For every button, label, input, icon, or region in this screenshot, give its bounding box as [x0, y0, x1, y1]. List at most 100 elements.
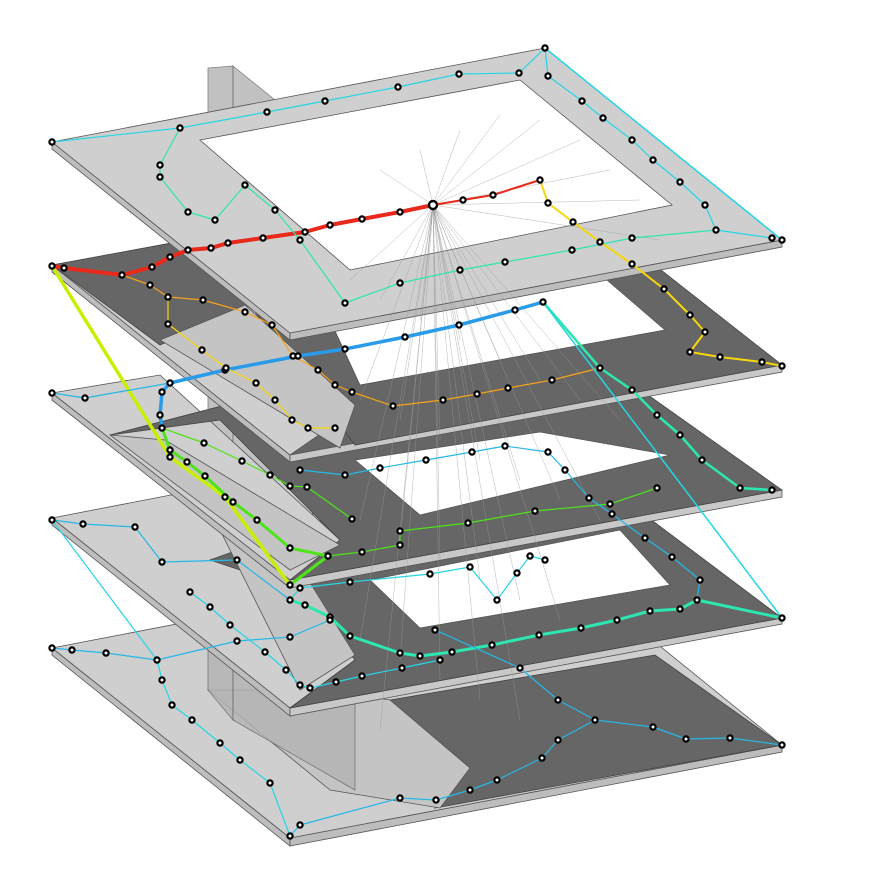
path-node — [579, 98, 584, 103]
path-node — [302, 602, 307, 607]
path-node — [154, 657, 159, 662]
path-node — [207, 604, 212, 609]
source-node — [429, 201, 437, 209]
path-node — [169, 702, 174, 707]
path-node — [297, 467, 302, 472]
path-node — [397, 528, 402, 533]
path-node — [600, 115, 605, 120]
path-node — [242, 309, 247, 314]
path-node — [437, 657, 442, 662]
path-node — [103, 650, 108, 655]
path-node — [287, 545, 292, 550]
path-node — [260, 235, 265, 240]
path-node — [490, 192, 495, 197]
path-node — [253, 380, 258, 385]
path-node — [467, 787, 472, 792]
path-node — [417, 653, 422, 658]
path-node — [80, 521, 85, 526]
path-node — [390, 403, 395, 408]
path-node — [702, 202, 707, 207]
path-node — [359, 216, 364, 221]
path-node — [297, 585, 302, 590]
path-node — [315, 367, 320, 372]
path-node — [549, 377, 554, 382]
path-node — [147, 282, 152, 287]
path-node — [677, 606, 682, 611]
path-node — [349, 516, 354, 521]
path-node — [342, 300, 347, 305]
path-node — [629, 261, 634, 266]
path-node — [597, 239, 602, 244]
path-node — [650, 157, 655, 162]
path-node — [327, 222, 332, 227]
path-node — [167, 254, 172, 259]
path-node — [570, 219, 575, 224]
path-node — [432, 627, 437, 632]
path-node — [49, 517, 54, 522]
path-node — [697, 577, 702, 582]
path-node — [542, 557, 547, 562]
path-node — [397, 795, 402, 800]
path-node — [223, 365, 228, 370]
path-node — [333, 679, 338, 684]
path-node — [325, 553, 330, 558]
path-node — [423, 457, 428, 462]
path-node — [347, 633, 352, 638]
path-node — [264, 109, 269, 114]
path-node — [465, 520, 470, 525]
path-node — [222, 494, 227, 499]
path-node — [545, 200, 550, 205]
path-node — [578, 625, 583, 630]
path-node — [199, 347, 204, 352]
path-node — [449, 649, 454, 654]
path-node — [555, 697, 560, 702]
path-node — [187, 589, 192, 594]
path-node — [397, 280, 402, 285]
path-node — [157, 162, 162, 167]
path-node — [514, 570, 519, 575]
path-node — [287, 833, 292, 838]
path-node — [460, 197, 465, 202]
path-node — [289, 417, 294, 422]
path-node — [569, 247, 574, 252]
path-node — [185, 247, 190, 252]
path-node — [677, 432, 682, 437]
path-node — [647, 608, 652, 613]
path-node — [397, 650, 402, 655]
path-node — [262, 649, 267, 654]
path-node — [669, 554, 674, 559]
path-node — [119, 272, 124, 277]
path-node — [527, 553, 532, 558]
path-node — [586, 495, 591, 500]
path-node — [397, 209, 402, 214]
path-node — [536, 632, 541, 637]
path-node — [377, 465, 382, 470]
path-node — [642, 535, 647, 540]
path-node — [629, 387, 634, 392]
path-node — [149, 264, 154, 269]
path-node — [167, 447, 172, 452]
path-node — [272, 397, 277, 402]
path-node — [545, 73, 550, 78]
path-node — [159, 425, 164, 430]
path-node — [359, 673, 364, 678]
path-node — [225, 240, 230, 245]
path-node — [395, 84, 400, 89]
path-node — [562, 467, 567, 472]
path-node — [234, 557, 239, 562]
path-node — [49, 263, 54, 268]
path-node — [49, 390, 54, 395]
path-node — [185, 209, 190, 214]
path-node — [467, 564, 472, 569]
path-node — [654, 412, 659, 417]
path-node — [254, 517, 259, 522]
path-node — [607, 501, 612, 506]
path-node — [542, 45, 547, 50]
path-node — [332, 425, 337, 430]
path-node — [267, 472, 272, 477]
path-node — [157, 174, 162, 179]
path-node — [717, 354, 722, 359]
path-node — [505, 385, 510, 390]
path-node — [230, 499, 235, 504]
path-node — [779, 615, 784, 620]
